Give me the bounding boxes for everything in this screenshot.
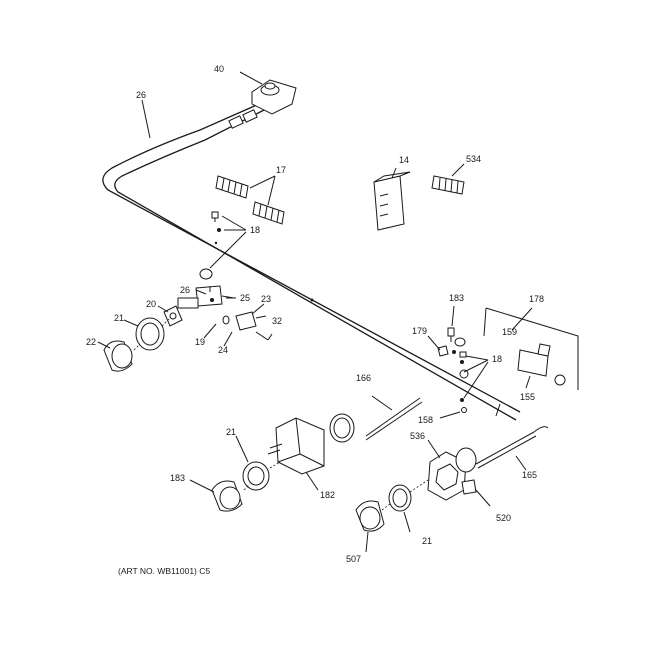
label-18-right: 18 bbox=[492, 354, 502, 364]
callout-labels: 40 26 17 14 534 18 26 25 23 20 21 22 19 … bbox=[86, 64, 544, 564]
label-183-top: 183 bbox=[449, 293, 464, 303]
label-24: 24 bbox=[218, 345, 228, 355]
label-155: 155 bbox=[520, 392, 535, 402]
label-166: 166 bbox=[356, 373, 371, 383]
label-507: 507 bbox=[346, 554, 361, 564]
right-thermostat-assembly bbox=[355, 426, 549, 553]
label-520: 520 bbox=[496, 513, 511, 523]
relay-component bbox=[373, 167, 411, 231]
pressure-regulator bbox=[239, 71, 297, 115]
label-25: 25 bbox=[240, 293, 250, 303]
label-18-top: 18 bbox=[250, 225, 260, 235]
label-536: 536 bbox=[410, 431, 425, 441]
label-26-tube: 26 bbox=[136, 90, 146, 100]
label-183-bottom: 183 bbox=[170, 473, 185, 483]
label-182: 182 bbox=[320, 490, 335, 500]
center-thermostat-assembly bbox=[211, 395, 423, 512]
label-17: 17 bbox=[276, 165, 286, 175]
label-178: 178 bbox=[529, 294, 544, 304]
label-40: 40 bbox=[214, 64, 224, 74]
left-knob-bezel bbox=[103, 317, 171, 372]
manifold-tube bbox=[102, 99, 521, 421]
burner-valve-assembly bbox=[163, 285, 273, 341]
label-22: 22 bbox=[86, 337, 96, 347]
label-26-valve: 26 bbox=[180, 285, 190, 295]
label-165: 165 bbox=[522, 470, 537, 480]
label-14: 14 bbox=[399, 155, 409, 165]
label-158: 158 bbox=[418, 415, 433, 425]
label-20: 20 bbox=[146, 299, 156, 309]
label-179: 179 bbox=[412, 326, 427, 336]
connector-block bbox=[431, 163, 465, 195]
label-21-bottom: 21 bbox=[422, 536, 432, 546]
right-side-panel-assembly bbox=[427, 305, 579, 419]
label-534: 534 bbox=[466, 154, 481, 164]
screws-washers-top bbox=[199, 211, 247, 280]
leader-lines bbox=[97, 99, 319, 493]
art-number-caption: (ART NO. WB11001) C5 bbox=[118, 566, 210, 576]
label-159: 159 bbox=[502, 327, 517, 337]
label-23: 23 bbox=[261, 294, 271, 304]
terminal-blocks bbox=[215, 175, 285, 225]
label-21-left: 21 bbox=[114, 313, 124, 323]
label-32: 32 bbox=[272, 316, 282, 326]
label-19: 19 bbox=[195, 337, 205, 347]
label-21-mid: 21 bbox=[226, 427, 236, 437]
